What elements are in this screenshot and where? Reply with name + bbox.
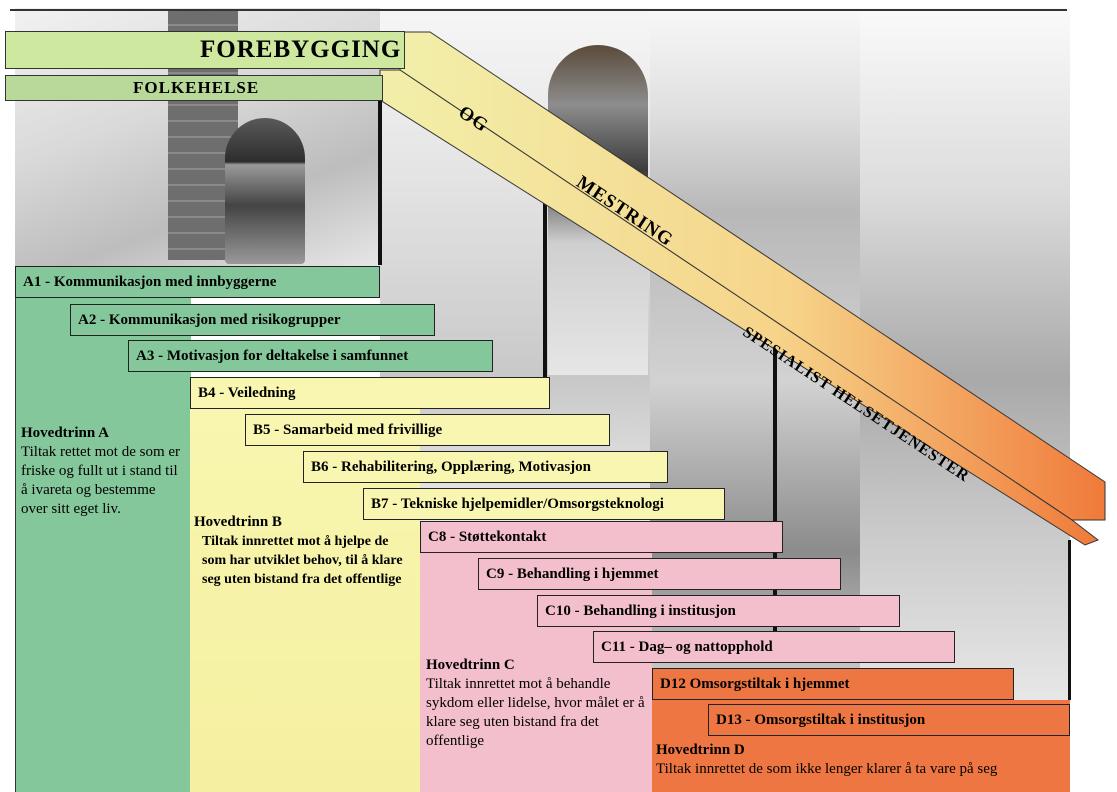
top-rule <box>10 9 1067 11</box>
step-b5: B5 - Samarbeid med frivillige <box>245 414 610 446</box>
step-b4: B4 - Veiledning <box>190 377 550 409</box>
folkehelse-bar <box>5 75 383 101</box>
main-step-d: Hovedtrinn D Tiltak innrettet de som ikk… <box>656 741 1066 779</box>
main-step-b-text: Tiltak innrettet mot å hjelpe de som har… <box>202 534 403 587</box>
forebygging-label: FOREBYGGING <box>200 36 402 63</box>
divider-4 <box>1068 540 1071 700</box>
forebygging-bar <box>5 31 405 69</box>
band-upper <box>399 31 1106 521</box>
step-a2: A2 - Kommunikasjon med risikogrupper <box>70 304 435 336</box>
step-c8: C8 - Støttekontakt <box>420 521 783 553</box>
step-a1: A1 - Kommunikasjon med innbyggerne <box>15 266 380 298</box>
folkehelse-label: FOLKEHELSE <box>133 78 260 97</box>
column-a <box>15 296 191 792</box>
step-a3: A3 - Motivasjon for deltakelse i samfunn… <box>128 340 493 372</box>
divider-3 <box>773 345 777 635</box>
photo-child-back <box>225 118 305 264</box>
step-b7: B7 - Tekniske hjelpemidler/Omsorgsteknol… <box>363 488 725 520</box>
main-step-c: Hovedtrinn C Tiltak innrettet mot å beha… <box>426 656 648 751</box>
step-c9: C9 - Behandling i hjemmet <box>478 558 841 590</box>
main-step-c-text: Tiltak innrettet mot å behandle sykdom e… <box>426 676 645 749</box>
main-step-a: Hovedtrinn A Tiltak rettet mot de som er… <box>21 424 181 519</box>
main-step-a-title: Hovedtrinn A <box>21 425 109 441</box>
step-c11: C11 - Dag– og nattopphold <box>593 631 955 663</box>
divider-1 <box>378 100 382 265</box>
main-step-c-title: Hovedtrinn C <box>426 657 515 673</box>
main-step-b: Hovedtrinn B Tiltak innrettet mot å hjel… <box>194 513 409 589</box>
step-d12: D12 Omsorgstiltak i hjemmet <box>652 668 1014 700</box>
main-step-a-text: Tiltak rettet mot de som er friske og fu… <box>21 444 181 517</box>
step-d13: D13 - Omsorgstiltak i institusjon <box>708 704 1070 736</box>
main-step-d-text: Tiltak innrettet de som ikke lenger klar… <box>656 761 998 777</box>
main-step-b-title: Hovedtrinn B <box>194 514 282 530</box>
divider-2 <box>543 200 547 380</box>
step-b6: B6 - Rehabilitering, Opplæring, Motivasj… <box>303 451 668 483</box>
main-step-d-title: Hovedtrinn D <box>656 742 745 758</box>
step-c10: C10 - Behandling i institusjon <box>537 595 900 627</box>
